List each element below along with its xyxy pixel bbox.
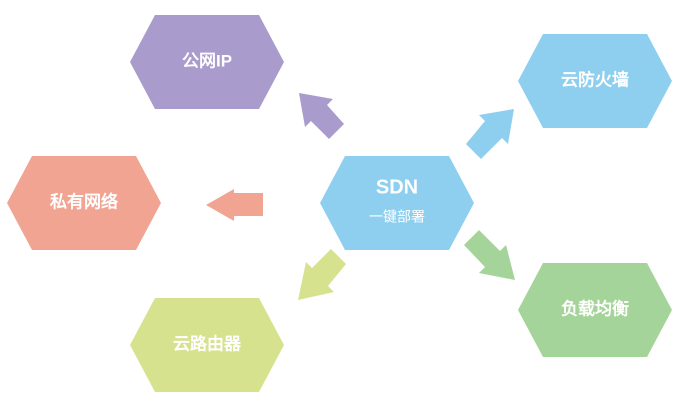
- arrow-to-private-network: [206, 189, 263, 221]
- load-balancing-hexagon: [518, 263, 672, 357]
- arrow-to-load-balancing: [464, 230, 515, 280]
- node-load-balancing: 负载均衡: [518, 263, 672, 357]
- arrow-to-public-ip: [299, 93, 344, 139]
- public-ip-hexagon: [130, 15, 284, 109]
- node-private-network: 私有网络: [7, 156, 161, 250]
- sdn-center-hexagon: [320, 156, 474, 250]
- node-cloud-firewall: 云防火墙: [518, 34, 672, 128]
- cloud-router-hexagon: [130, 298, 284, 392]
- sdn-title: SDN: [376, 176, 418, 198]
- cloud-firewall-label: 云防火墙: [561, 69, 629, 89]
- node-public-ip: 公网IP: [130, 15, 284, 109]
- node-sdn-center: SDN 一键部署: [320, 156, 474, 250]
- arrow-to-cloud-firewall: [466, 109, 514, 159]
- private-network-hexagon: [7, 156, 161, 250]
- load-balancing-label: 负载均衡: [561, 298, 629, 318]
- cloud-firewall-hexagon: [518, 34, 672, 128]
- node-cloud-router: 云路由器: [130, 298, 284, 392]
- cloud-router-label: 云路由器: [173, 333, 242, 353]
- public-ip-label: 公网IP: [182, 51, 232, 70]
- arrow-to-cloud-router: [298, 249, 346, 300]
- sdn-subtitle: 一键部署: [369, 209, 425, 225]
- private-network-label: 私有网络: [50, 191, 118, 211]
